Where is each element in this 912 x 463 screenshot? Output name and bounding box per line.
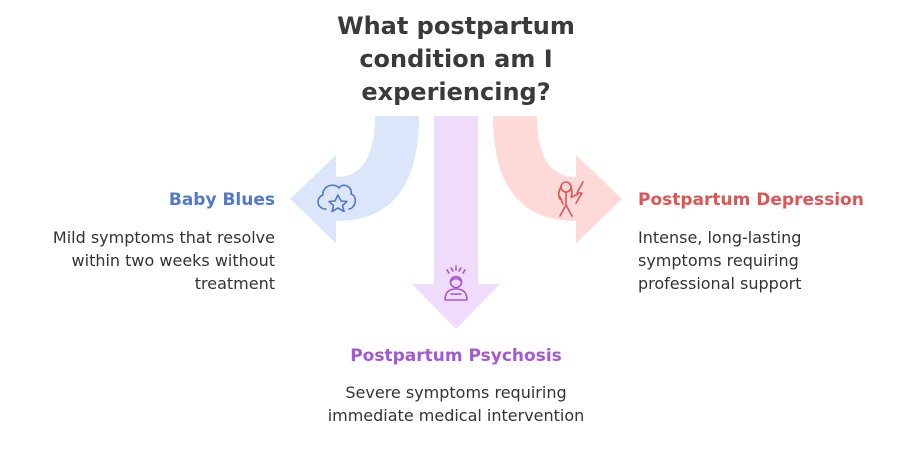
postpartum-psychosis-arrow (412, 116, 500, 329)
postpartum-depression-description: Intense, long-lasting symptoms requiring… (638, 228, 802, 293)
baby-blues-heading: Baby Blues (168, 190, 275, 210)
stressed-person-icon (444, 265, 468, 301)
diagram-title: What postpartum condition am I experienc… (337, 12, 575, 106)
postpartum-depression-heading: Postpartum Depression (638, 190, 864, 210)
baby-blues-description: Mild symptoms that resolve within two we… (52, 228, 275, 293)
cloud-star-icon (317, 184, 357, 213)
distressed-person-icon (557, 181, 584, 217)
baby-blues-arrow (290, 116, 419, 243)
postpartum-psychosis-description: Severe symptoms requiring immediate medi… (327, 383, 585, 425)
postpartum-depression-arrow (493, 116, 622, 243)
postpartum-psychosis-heading: Postpartum Psychosis (350, 346, 562, 366)
